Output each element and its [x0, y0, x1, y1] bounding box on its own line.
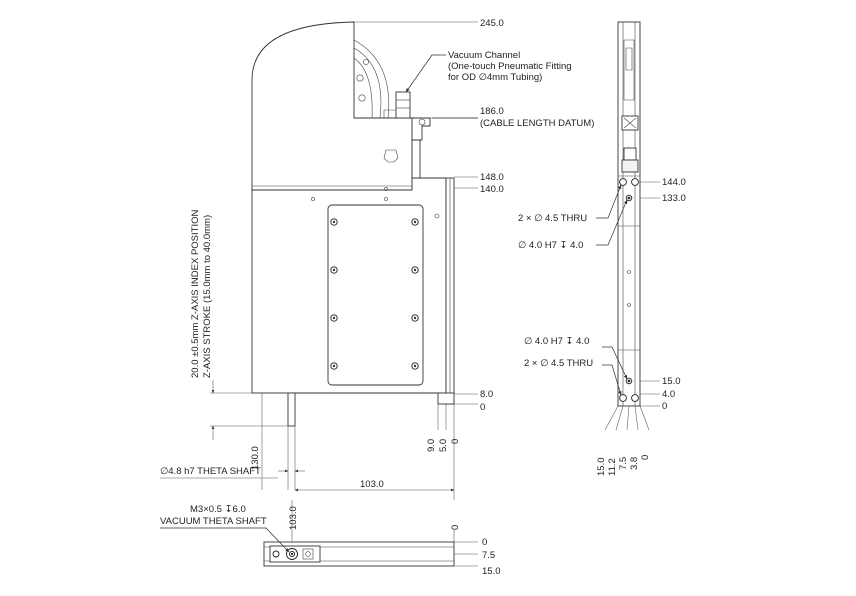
- dim-245: 245.0: [480, 18, 504, 29]
- vacuum-line-1: Vacuum Channel: [448, 50, 520, 61]
- vacuum-fitting: [383, 91, 411, 119]
- dim-103-b: 103.0: [288, 506, 299, 530]
- cable-datum-label: (CABLE LENGTH DATUM): [480, 118, 594, 129]
- dim-0-br: 0: [482, 537, 487, 548]
- vacuum-theta-shaft: VACUUM THETA SHAFT: [160, 516, 267, 527]
- theta-shaft-label: ∅4.8 h7 THETA SHAFT: [160, 466, 261, 477]
- front-dim-lines: [160, 21, 478, 500]
- motor-disk: [353, 39, 390, 119]
- dim-9: 9.0: [426, 439, 437, 452]
- dim-7-5: 7.5: [618, 457, 629, 470]
- z-axis-stroke: Z-AXIS STROKE (15.0mm to 40.0mm): [202, 215, 213, 378]
- dim-133: 133.0: [662, 193, 686, 204]
- pin-hole-top: ∅ 4.0 H7 ↧ 4.0: [518, 240, 583, 251]
- upper-housing: [251, 21, 413, 191]
- dim-0-bv: 0: [450, 525, 461, 530]
- cable-dim: 186.0: [480, 106, 504, 117]
- dim-11-2: 11.2: [607, 458, 618, 476]
- side-texts: 144.0 133.0 15.0 4.0 0 2 × ∅ 4.5 THRU ∅ …: [518, 177, 686, 476]
- dim-7-5-br: 7.5: [482, 550, 495, 561]
- dim-130: 130.0: [250, 446, 261, 470]
- front-texts: 245.0 148.0 140.0 8.0 0 Vacuum Channel (…: [160, 18, 594, 490]
- dim-0-bottom: 0: [450, 439, 461, 444]
- side-mechanism: [618, 39, 640, 351]
- thru-holes-bottom: 2 × ∅ 4.5 THRU: [524, 358, 593, 369]
- bottom-texts: M3×0.5 ↧6.0 VACUUM THETA SHAFT 103.0 0 0…: [160, 504, 501, 577]
- dim-0-sb: 0: [640, 455, 651, 460]
- cover-screws: [330, 218, 419, 370]
- z-axis-index: 20.0 ±0.5mm Z-AXIS INDEX POSITION: [190, 210, 201, 378]
- dim-103: 103.0: [360, 479, 384, 490]
- bottom-view: [263, 541, 455, 567]
- dim-0-side: 0: [662, 401, 667, 412]
- cable-bracket: [383, 117, 431, 191]
- cover-plate: [327, 204, 424, 386]
- dim-5: 5.0: [438, 439, 449, 452]
- dim-140: 140.0: [480, 184, 504, 195]
- pin-hole-bottom: ∅ 4.0 H7 ↧ 4.0: [524, 336, 589, 347]
- dim-144: 144.0: [662, 177, 686, 188]
- vacuum-line-3: for OD ∅4mm Tubing): [448, 72, 542, 83]
- m3-thread: M3×0.5 ↧6.0: [190, 504, 246, 515]
- dim-15-b: 15.0: [596, 458, 607, 477]
- front-view: [251, 21, 455, 490]
- dim-15-br: 15.0: [482, 566, 501, 577]
- dim-3-8: 3.8: [629, 457, 640, 470]
- theta-shaft: [287, 392, 296, 427]
- dim-15: 15.0: [662, 376, 681, 387]
- vacuum-line-2: (One-touch Pneumatic Fitting: [448, 61, 572, 72]
- thru-holes-top: 2 × ∅ 4.5 THRU: [518, 213, 587, 224]
- side-dim-lines: [596, 181, 660, 431]
- side-view: [617, 21, 641, 407]
- side-holes: [619, 178, 639, 402]
- dim-4: 4.0: [662, 389, 675, 400]
- dim-0-front: 0: [480, 402, 485, 413]
- dim-148: 148.0: [480, 172, 504, 183]
- bottom-dim-lines: [160, 500, 478, 567]
- dim-8: 8.0: [480, 389, 493, 400]
